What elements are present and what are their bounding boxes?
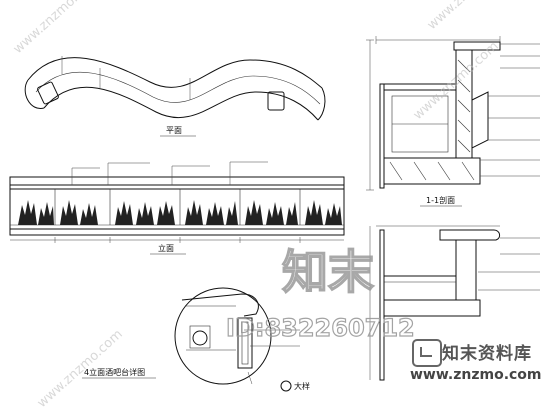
watermark-brand-big: 知末 (282, 245, 374, 299)
elevation-outline (9, 176, 345, 236)
section-b-base-block (383, 275, 457, 301)
plan-view: 平面 (24, 56, 326, 137)
plan-sink-right (267, 91, 285, 111)
detail-marker: 大样 (280, 380, 310, 392)
detail-circle (174, 287, 272, 385)
plan-counter-inner-edge (43, 86, 319, 121)
detail-panel (237, 317, 253, 369)
section-a-caption: 1-1剖面 (426, 195, 455, 205)
section-a-annotations (480, 43, 540, 177)
watermark-diagonal-2: www.znzmo.com (425, 0, 516, 33)
detail-view: 大样 (174, 287, 310, 392)
plan-caption: 平面 (166, 126, 182, 135)
plan-sink-left (37, 81, 59, 105)
brand-name: 知末资料库 (442, 344, 532, 364)
plan-counter-right-end (317, 87, 326, 121)
elevation-flame-pattern (18, 200, 342, 225)
plan-counter-left-end (24, 79, 45, 109)
brand-watermark: 知末资料库 www.znzmo.com (408, 337, 558, 397)
elevation-dimension-line (10, 237, 344, 243)
plan-counter-outer-edge (27, 57, 323, 89)
plan-counter-top-line (35, 71, 321, 105)
elevation-view: 立面 (9, 161, 345, 255)
section-a-floor-slab (383, 157, 481, 185)
detail-sheet-caption: 4立面酒吧台详图 (84, 367, 145, 377)
section-b-counter-top (439, 229, 501, 241)
section-b-wall (379, 229, 385, 381)
elevation-leader-lines (71, 161, 268, 185)
detail-bolt (192, 330, 208, 346)
section-a-footrest (471, 91, 489, 149)
elevation-base-plinth (9, 228, 345, 236)
elevation-caption: 立面 (158, 243, 174, 253)
brand-logo-icon (412, 339, 442, 367)
section-b-front-panel (455, 239, 477, 301)
section-a-wall (379, 83, 385, 189)
brand-url: www.znzmo.com (410, 367, 542, 383)
section-b-floor-slab (383, 299, 481, 317)
section-a-view: 1-1剖面 (366, 36, 540, 207)
section-b-view (369, 225, 540, 381)
watermark-diagonal-1: www.znzmo.com (11, 0, 102, 57)
elevation-panel-dividers (54, 189, 301, 225)
watermark-id: ID:832260712 (226, 314, 415, 342)
section-a-counter-top (453, 41, 501, 51)
detail-counter-edge (181, 293, 259, 317)
detail-marker-label: 大样 (294, 381, 310, 391)
